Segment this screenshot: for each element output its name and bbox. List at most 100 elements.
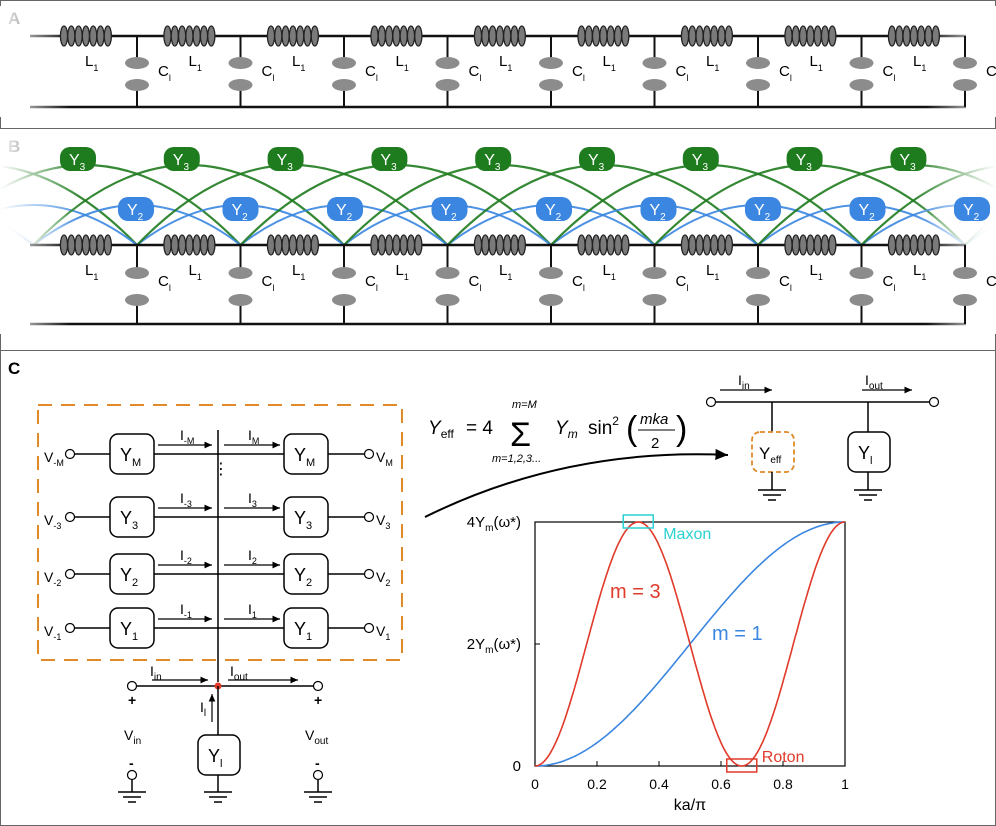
y3-label: Y3 (796, 152, 813, 173)
minus-in: - (129, 755, 134, 771)
capacitor-icon (228, 57, 253, 91)
node-terminal (64, 568, 76, 580)
ground-icon (304, 791, 332, 803)
series-label-m3: m = 3 (610, 581, 661, 603)
y2-label: Y2 (336, 202, 353, 223)
capacitor-label: Cl (469, 273, 482, 293)
admittance-label: Y3 (120, 508, 138, 532)
x-tick-label: 0.6 (711, 776, 731, 792)
panel-a-circuit: ClClClClClClClClClL1L1L1L1L1L1L1L1L1 (0, 6, 996, 117)
svg-text:Ym: Ym (555, 418, 578, 441)
vout-minus-terminal (312, 769, 324, 781)
inductor-label: L1 (810, 53, 823, 73)
capacitor-icon (746, 267, 770, 306)
svg-text:Yeff: Yeff (428, 418, 454, 441)
node-right-label: VM (376, 449, 393, 468)
inductor-label: L1 (603, 262, 616, 282)
capacitor-icon (953, 57, 977, 91)
y2-admittance: Y2 (954, 197, 990, 223)
y-tick-label: 4Ym(ω*) (467, 514, 521, 534)
x-tick-label: 0.4 (649, 776, 669, 792)
capacitor-icon (435, 267, 460, 306)
current-left-label: I-3 (180, 490, 192, 509)
y3-label: Y3 (484, 152, 501, 173)
capacitor-label: Cl (262, 63, 275, 83)
plus-in: + (128, 692, 136, 708)
maxon-box (622, 514, 654, 529)
inductor-icon (266, 234, 320, 256)
inductor-icon (784, 234, 837, 256)
capacitor-label: Cl (986, 63, 996, 83)
svg-text:= 4: = 4 (466, 418, 493, 439)
inductor-icon (163, 25, 216, 47)
inductor-label: L1 (810, 262, 823, 282)
node-right-label: V1 (376, 623, 390, 642)
admittance-box (109, 607, 155, 649)
y3-admittance: Y3 (890, 147, 927, 173)
x-tick-label: 0 (531, 776, 539, 792)
y3-label: Y3 (277, 152, 294, 173)
y3-arc (239, 164, 552, 246)
inductor-label: L1 (189, 262, 202, 282)
roton-label: Roton (762, 749, 805, 766)
y3-arc (136, 164, 449, 246)
inductor-icon (59, 234, 113, 256)
capacitor-icon (849, 57, 874, 91)
capacitor-label: Cl (572, 63, 585, 83)
y3-admittance: Y3 (579, 147, 615, 173)
y3-admittance: Y3 (163, 147, 200, 173)
y2-admittance: Y2 (849, 197, 886, 223)
capacitor-label: Cl (158, 63, 171, 83)
y2-label: Y2 (232, 202, 249, 223)
inductor-label: L1 (85, 53, 98, 73)
svg-text:2: 2 (651, 435, 659, 452)
capacitor-icon (228, 267, 253, 306)
capacitor-label: Cl (986, 273, 996, 293)
roton-box (726, 758, 758, 773)
y2-label: Y2 (441, 202, 458, 223)
capacitor-icon (849, 267, 874, 306)
node-terminal (363, 622, 375, 634)
capacitor-icon (642, 57, 667, 91)
inductor-label: L1 (292, 262, 305, 282)
yl-label: Yl (208, 746, 222, 770)
svg-text:(: ( (626, 410, 638, 448)
y3-admittance: Y3 (267, 147, 304, 173)
x-tick-label: 0.2 (587, 776, 607, 792)
y3-label: Y3 (692, 152, 709, 173)
y3-label: Y3 (173, 152, 190, 173)
eff-iout-label: Iout (865, 372, 883, 392)
series-line-m3 (534, 521, 846, 767)
eff-output-terminal (928, 396, 940, 408)
capacitor-label: Cl (676, 273, 689, 293)
admittance-box (109, 433, 155, 475)
inductor-label: L1 (706, 262, 719, 282)
current-right-label: I1 (248, 601, 257, 620)
yeff-equation: Yeff = 4 m=M Σ m=1,2,3... Ym sin2 ( mka … (428, 399, 687, 465)
inductor-icon (680, 25, 734, 47)
admittance-box (283, 496, 329, 538)
ellipsis-dots: ⋮ (213, 461, 229, 478)
svg-text:): ) (676, 410, 687, 448)
vin-minus-terminal (126, 769, 138, 781)
admittance-box (109, 553, 155, 595)
inductor-label: L1 (85, 262, 98, 282)
inductor-icon (370, 234, 423, 256)
inductor-icon (887, 25, 941, 47)
inductor-icon (577, 234, 630, 256)
y2-label: Y2 (650, 202, 667, 223)
inductor-icon (163, 234, 216, 256)
capacitor-label: Cl (158, 273, 171, 293)
y2-admittance: Y2 (118, 197, 154, 223)
inductor-icon (577, 25, 630, 47)
current-left-label: I-2 (180, 547, 192, 566)
yeff-label: Yeff (759, 444, 782, 466)
equation-arrow (424, 448, 729, 518)
capacitor-icon (539, 57, 563, 91)
admittance-box (283, 553, 329, 595)
x-tick-label: 0.8 (773, 776, 793, 792)
vout-label: Vout (305, 727, 328, 747)
